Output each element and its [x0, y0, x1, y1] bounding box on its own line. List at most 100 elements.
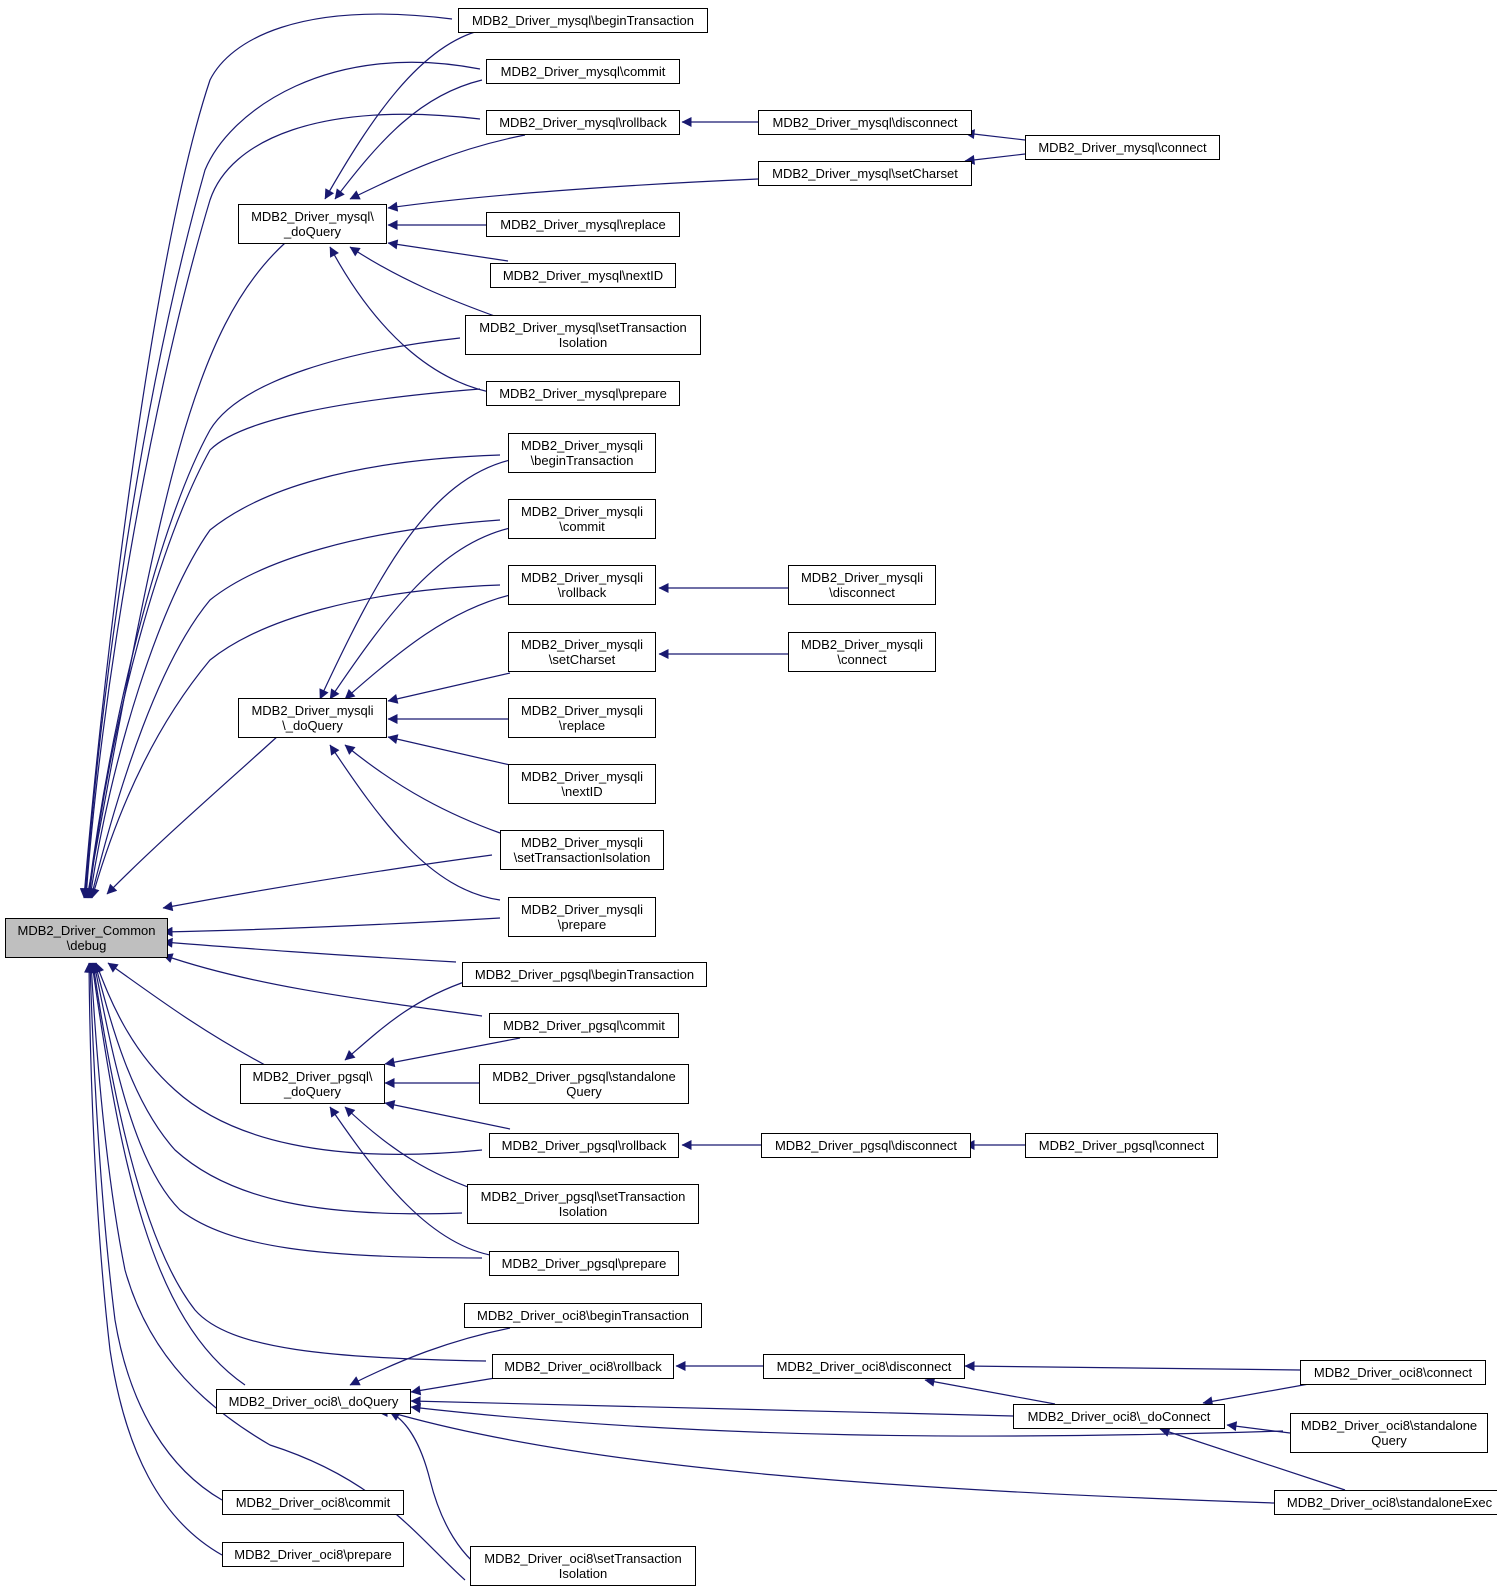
edge-oc-beginTransaction-to-oc-doQuery [349, 1327, 511, 1386]
node-label-line: MDB2_Driver_pgsql\connect [1038, 1138, 1205, 1153]
edge-my-nextID-to-my-doQuery [387, 239, 509, 262]
node-mysqli-nextID[interactable]: MDB2_Driver_mysqli \nextID [508, 764, 656, 804]
node-mysqli-prepare[interactable]: MDB2_Driver_mysqli \prepare [508, 897, 656, 937]
node-mysqli-rollback[interactable]: MDB2_Driver_mysqli \rollback [508, 565, 656, 605]
node-mysqli-beginTransaction[interactable]: MDB2_Driver_mysqli \beginTransaction [508, 433, 656, 473]
node-label-line: MDB2_Driver_mysqli [800, 637, 924, 652]
node-pgsql-standaloneQuery[interactable]: MDB2_Driver_pgsql\standalone Query [479, 1064, 689, 1104]
edge-pg-setTransactionIsolation-to-debug [92, 962, 463, 1215]
node-mysql-doQuery[interactable]: MDB2_Driver_mysql\ _doQuery [238, 204, 387, 244]
edge-oc-doConnect-to-oc-disconnect [924, 1376, 1056, 1405]
node-oci8-connect[interactable]: MDB2_Driver_oci8\connect [1300, 1360, 1486, 1385]
node-pgsql-connect[interactable]: MDB2_Driver_pgsql\connect [1025, 1133, 1218, 1158]
edge-oc-connect-to-oc-doConnect [1202, 1381, 1321, 1407]
node-mysql-prepare[interactable]: MDB2_Driver_mysql\prepare [486, 381, 680, 406]
node-label-line: \prepare [557, 917, 607, 932]
node-label-line: MDB2_Driver_oci8\standalone [1300, 1418, 1478, 1433]
node-pgsql-rollback[interactable]: MDB2_Driver_pgsql\rollback [489, 1133, 679, 1158]
node-label-line: \debug [66, 938, 107, 953]
edge-pg-setTransactionIsolation-to-pg-doQuery [344, 1106, 486, 1194]
node-label-line: MDB2_Driver_mysql\commit [500, 64, 666, 79]
node-label-line: \beginTransaction [530, 453, 634, 468]
node-mysql-beginTransaction[interactable]: MDB2_Driver_mysql\beginTransaction [458, 8, 708, 33]
edge-mi-prepare-to-debug [162, 917, 501, 937]
node-oci8-setTransactionIsolation[interactable]: MDB2_Driver_oci8\setTransaction Isolatio… [470, 1546, 696, 1586]
node-label-line: MDB2_Driver_mysql\setCharset [772, 166, 958, 181]
edge-oc-rollback-to-debug [89, 962, 487, 1362]
edge-pg-beginTransaction-to-debug [162, 937, 457, 963]
edge-my-rollback-to-my-doQuery [349, 134, 526, 200]
node-label-line: MDB2_Driver_mysqli [520, 835, 644, 850]
edge-pg-commit-to-debug [162, 953, 483, 1017]
node-pgsql-commit[interactable]: MDB2_Driver_pgsql\commit [489, 1013, 679, 1038]
node-pgsql-disconnect[interactable]: MDB2_Driver_pgsql\disconnect [761, 1133, 971, 1158]
node-mysql-nextID[interactable]: MDB2_Driver_mysql\nextID [490, 263, 676, 288]
node-label-line: MDB2_Driver_mysqli [520, 703, 644, 718]
node-label-line: MDB2_Driver_mysqli [520, 637, 644, 652]
node-mysqli-connect[interactable]: MDB2_Driver_mysqli \connect [788, 632, 936, 672]
node-mysql-commit[interactable]: MDB2_Driver_mysql\commit [486, 59, 680, 84]
edge-mi-setTransactionIsolation-to-mi-doQuery [344, 744, 501, 834]
node-mysqli-disconnect[interactable]: MDB2_Driver_mysqli \disconnect [788, 565, 936, 605]
node-mysqli-doQuery[interactable]: MDB2_Driver_mysqli \_doQuery [238, 698, 387, 738]
node-label-line: _doQuery [283, 224, 342, 239]
edge-pg-rollback-to-debug [94, 962, 483, 1155]
node-label-line: MDB2_Driver_oci8\commit [235, 1495, 391, 1510]
node-oci8-prepare[interactable]: MDB2_Driver_oci8\prepare [222, 1542, 404, 1567]
edge-oc-doConnect-to-oc-doQuery [410, 1396, 1014, 1417]
edge-oc-standaloneQuery-to-oc-doQuery [410, 1403, 1284, 1437]
node-label-line: MDB2_Driver_oci8\setTransaction [484, 1551, 682, 1566]
edge-mi-nextID-to-mi-doQuery [387, 734, 511, 766]
node-mysqli-setCharset[interactable]: MDB2_Driver_mysqli \setCharset [508, 632, 656, 672]
node-label-line: MDB2_Driver_mysqli [520, 504, 644, 519]
node-mysql-setCharset[interactable]: MDB2_Driver_mysql\setCharset [758, 161, 972, 186]
edge-my-setCharset-to-my-doQuery [387, 178, 759, 212]
node-label-line: MDB2_Driver_mysql\connect [1038, 140, 1207, 155]
node-label-line: Query [566, 1084, 602, 1099]
edge-oc-doQuery-to-debug [88, 962, 246, 1386]
node-pgsql-doQuery[interactable]: MDB2_Driver_pgsql\ _doQuery [240, 1064, 385, 1104]
node-mysql-connect[interactable]: MDB2_Driver_mysql\connect [1025, 135, 1220, 160]
edge-oc-setTransactionIsolation-to-debug [86, 962, 466, 1581]
node-label-line: MDB2_Driver_mysql\ [251, 209, 374, 224]
node-oci8-doConnect[interactable]: MDB2_Driver_oci8\_doConnect [1013, 1404, 1225, 1429]
node-label-line: MDB2_Driver_mysql\setTransaction [479, 320, 687, 335]
node-mysqli-commit[interactable]: MDB2_Driver_mysqli \commit [508, 499, 656, 539]
node-label-line: MDB2_Driver_mysqli [251, 703, 374, 718]
node-label-line: MDB2_Driver_oci8\standaloneExec [1286, 1495, 1493, 1510]
edge-mi-beginTransaction-to-debug [86, 454, 501, 899]
node-label-line: MDB2_Driver_oci8\disconnect [776, 1359, 952, 1374]
node-mysqli-setTransactionIsolation[interactable]: MDB2_Driver_mysqli \setTransactionIsolat… [500, 830, 664, 870]
node-label-line: \setTransactionIsolation [513, 850, 651, 865]
node-label-line: MDB2_Driver_oci8\beginTransaction [477, 1308, 689, 1323]
node-oci8-disconnect[interactable]: MDB2_Driver_oci8\disconnect [763, 1354, 965, 1379]
edge-my-connect-to-my-disconnect [964, 129, 1026, 141]
node-mysql-rollback[interactable]: MDB2_Driver_mysql\rollback [486, 110, 680, 135]
node-label-line: MDB2_Driver_oci8\rollback [504, 1359, 662, 1374]
node-mysql-replace[interactable]: MDB2_Driver_mysql\replace [486, 212, 680, 237]
node-label-line: MDB2_Driver_mysqli [520, 769, 644, 784]
node-mysql-disconnect[interactable]: MDB2_Driver_mysql\disconnect [758, 110, 972, 135]
edge-my-setTransactionIsolation-to-debug [84, 337, 461, 899]
node-oci8-doQuery[interactable]: MDB2_Driver_oci8\_doQuery [216, 1389, 411, 1414]
node-label-line: Query [1371, 1433, 1407, 1448]
node-mysqli-replace[interactable]: MDB2_Driver_mysqli \replace [508, 698, 656, 738]
node-oci8-rollback[interactable]: MDB2_Driver_oci8\rollback [492, 1354, 674, 1379]
node-label-line: MDB2_Driver_pgsql\beginTransaction [474, 967, 695, 982]
node-pgsql-prepare[interactable]: MDB2_Driver_pgsql\prepare [489, 1251, 679, 1276]
node-oci8-beginTransaction[interactable]: MDB2_Driver_oci8\beginTransaction [464, 1303, 702, 1328]
node-label-line: MDB2_Driver_mysqli [520, 570, 644, 585]
node-pgsql-setTransactionIsolation[interactable]: MDB2_Driver_pgsql\setTransaction Isolati… [467, 1184, 699, 1224]
node-debug-root: MDB2_Driver_Common \debug [5, 918, 168, 958]
edge-pg-commit-to-pg-doQuery [384, 1037, 521, 1068]
node-label-line: MDB2_Driver_mysql\prepare [499, 386, 667, 401]
edge-my-commit-to-my-doQuery [334, 79, 483, 200]
node-pgsql-beginTransaction[interactable]: MDB2_Driver_pgsql\beginTransaction [462, 962, 707, 987]
edge-oc-connect-to-oc-disconnect [964, 1361, 1301, 1372]
node-oci8-standaloneQuery[interactable]: MDB2_Driver_oci8\standalone Query [1290, 1413, 1488, 1453]
node-mysql-setTransactionIsolation[interactable]: MDB2_Driver_mysql\setTransaction Isolati… [465, 315, 701, 355]
node-oci8-standaloneExec[interactable]: MDB2_Driver_oci8\standaloneExec [1274, 1490, 1497, 1515]
edge-mi-setCharset-to-mi-doQuery [387, 672, 511, 704]
node-oci8-commit[interactable]: MDB2_Driver_oci8\commit [222, 1490, 404, 1515]
